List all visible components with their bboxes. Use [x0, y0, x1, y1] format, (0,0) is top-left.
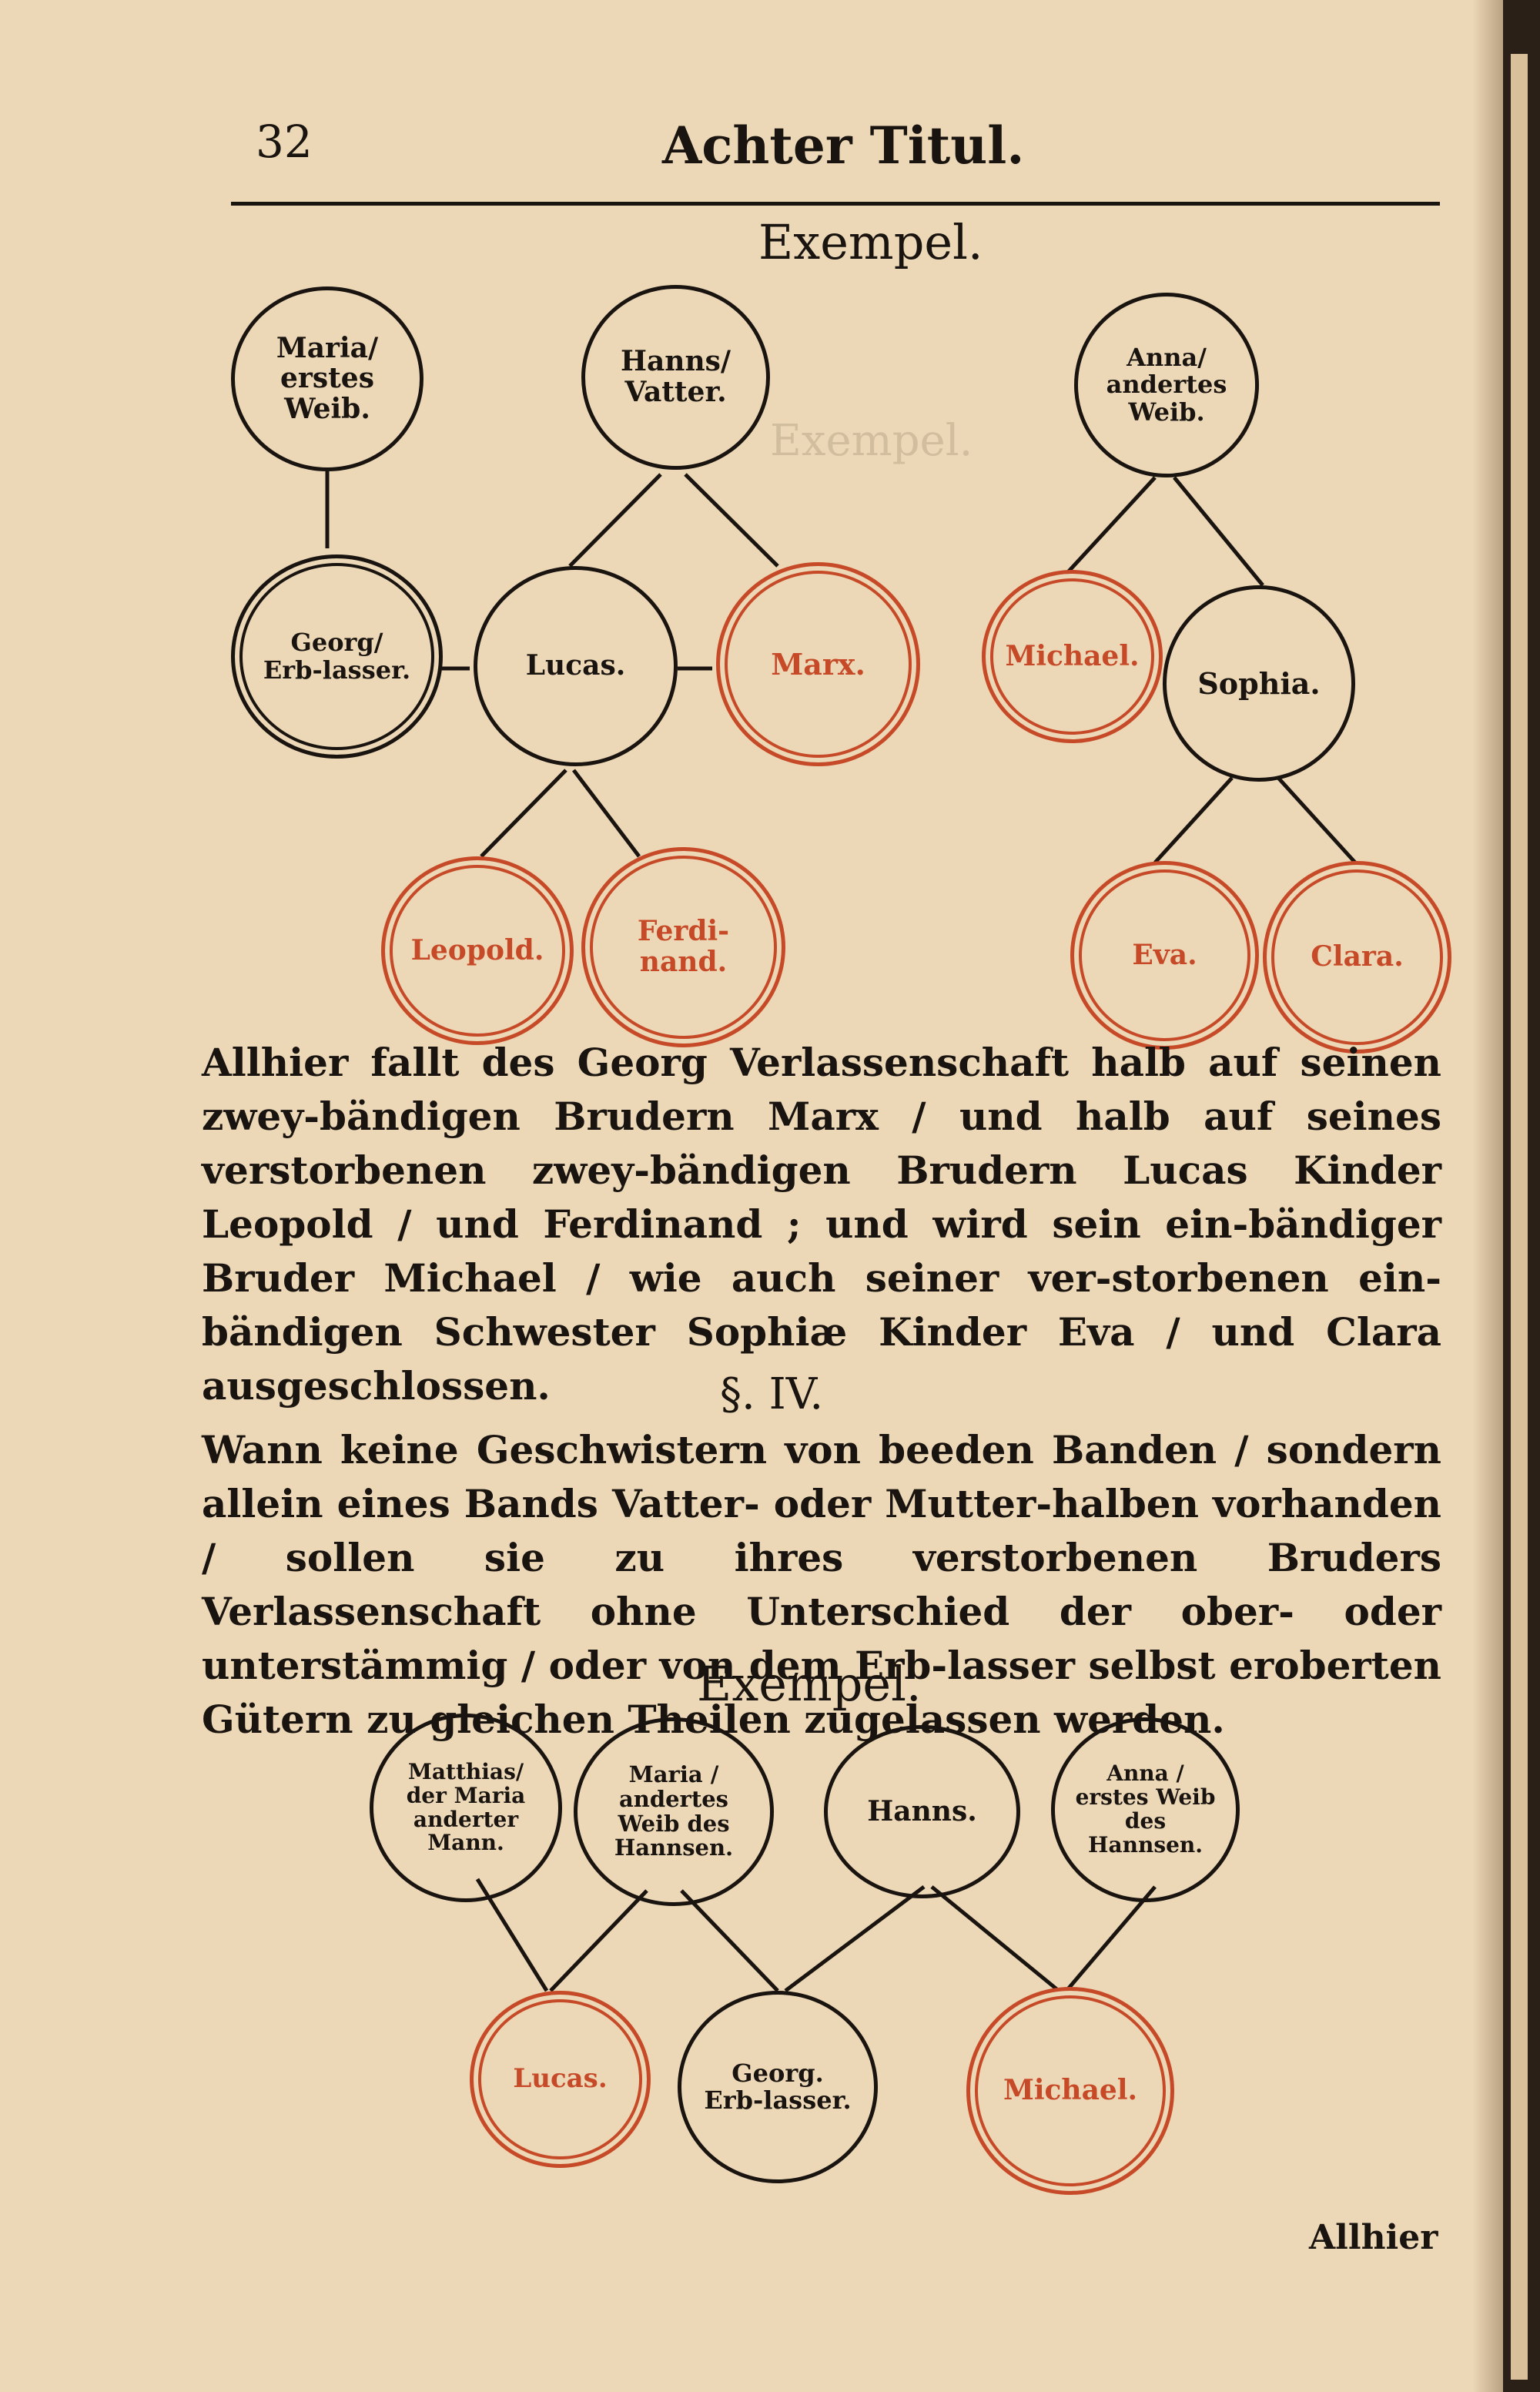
line-sophia-eva	[1153, 776, 1234, 864]
page-number: 32	[256, 116, 313, 168]
line-anna-sophia	[1173, 476, 1264, 587]
page-gutter-shadow	[1472, 0, 1503, 2392]
section-heading: §. IV.	[720, 1369, 824, 1419]
node-michael: Michael.	[982, 570, 1163, 743]
line-lucas-ferdinand	[572, 769, 641, 858]
line-hanns-georg	[784, 1885, 926, 1992]
example-heading-2: Exempel.	[697, 1656, 922, 1712]
bleed-through-text: Exempel.	[770, 416, 973, 466]
node-anna-2: Anna / erstes Weib des Hannsen.	[1051, 1717, 1240, 1902]
node-georg: Georg/ Erb-lasser.	[231, 554, 443, 759]
line-hanns-lucas	[568, 473, 662, 568]
node-ferdinand: Ferdi- nand.	[581, 847, 785, 1047]
node-maria: Maria/ erstes Weib.	[231, 286, 424, 471]
line-sophia-clara	[1277, 776, 1357, 864]
line-hanns-marx	[684, 473, 779, 568]
header-rule	[231, 202, 1440, 206]
node-michael-2: Michael.	[966, 1987, 1174, 2195]
node-lucas: Lucas.	[474, 566, 678, 766]
node-clara: Clara.	[1263, 861, 1451, 1054]
node-georg-2: Georg. Erb-lasser.	[678, 1991, 878, 2183]
running-title: Achter Titul.	[662, 116, 1025, 176]
line-maria-lucas	[549, 1889, 648, 1992]
node-hanns-2: Hanns.	[824, 1725, 1020, 1898]
node-sophia: Sophia.	[1163, 585, 1355, 782]
node-leopold: Leopold.	[381, 856, 574, 1045]
node-lucas-2: Lucas.	[470, 1991, 651, 2168]
example-heading-1: Exempel.	[758, 214, 983, 270]
node-hanns: Hanns/ Vatter.	[581, 285, 770, 470]
catchword: Allhier	[1309, 2218, 1438, 2257]
node-maria-2: Maria / andertes Weib des Hannsen.	[574, 1717, 774, 1906]
node-matthias: Matthias/ der Maria anderter Mann.	[370, 1714, 562, 1902]
node-eva: Eva.	[1070, 861, 1259, 1050]
paragraph-1: Allhier fallt des Georg Verlassenschaft …	[202, 1040, 1441, 1409]
paragraph-2: Wann keine Geschwistern von beeden Bande…	[202, 1427, 1441, 1742]
line-maria-georg	[680, 1889, 779, 1992]
line-anna-michael	[1065, 476, 1157, 575]
node-marx: Marx.	[716, 562, 920, 766]
next-page-edge	[1511, 54, 1528, 2380]
line-hanns-michael	[930, 1885, 1060, 1992]
line-lucas-leopold	[480, 769, 567, 858]
node-anna: Anna/ andertes Weib.	[1074, 293, 1259, 477]
line-anna-michael	[1065, 1885, 1157, 1992]
